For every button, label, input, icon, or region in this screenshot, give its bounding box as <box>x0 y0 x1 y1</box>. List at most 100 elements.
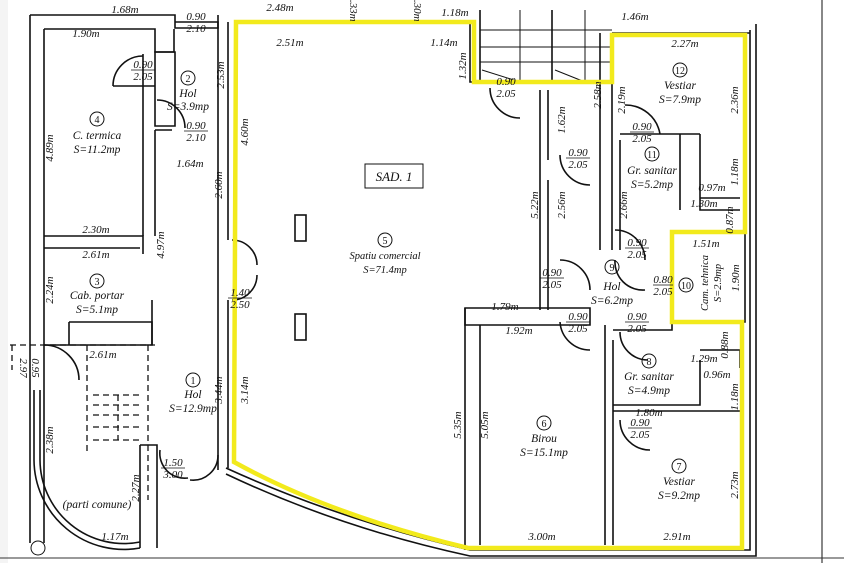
dimension: 2.38m <box>44 426 56 453</box>
svg-text:0.95: 0.95 <box>29 358 41 378</box>
dimension: 1.92m <box>505 325 532 337</box>
dimension: 3.14m <box>239 376 251 404</box>
svg-text:2.05: 2.05 <box>627 323 647 335</box>
svg-text:10: 10 <box>681 281 691 292</box>
dimension: 0.87m <box>724 206 736 233</box>
svg-text:3: 3 <box>95 277 100 288</box>
dimension: 2.60m <box>213 171 225 198</box>
svg-text:S=2.9mp: S=2.9mp <box>713 264 724 302</box>
dimension: 1.90m <box>730 264 742 291</box>
svg-text:0.90: 0.90 <box>186 11 206 23</box>
dimension: 2.19m <box>616 86 628 113</box>
dimension: 2.24m <box>44 276 56 303</box>
dimension: 3.44m <box>213 376 225 404</box>
dimension: 2.56m <box>556 191 568 218</box>
plan-label: SAD. 1 <box>376 169 413 184</box>
svg-text:1.50: 1.50 <box>163 457 183 469</box>
svg-text:2.10: 2.10 <box>186 132 206 144</box>
svg-text:0.90: 0.90 <box>133 59 153 71</box>
door-label: 0.802.05 <box>653 274 673 298</box>
dimension: 2.27m <box>130 474 142 501</box>
walls <box>10 10 757 557</box>
svg-text:S=3.9mp: S=3.9mp <box>167 101 209 113</box>
svg-text:12: 12 <box>675 66 685 77</box>
dimension: 3.00m <box>527 531 555 543</box>
svg-text:1.40: 1.40 <box>230 287 250 299</box>
svg-text:S=7.9mp: S=7.9mp <box>659 94 701 106</box>
svg-text:2.10: 2.10 <box>186 23 206 35</box>
dimension: 1.14m <box>430 37 457 49</box>
svg-text:2.05: 2.05 <box>496 88 516 100</box>
dimension: 1.79m <box>491 301 518 313</box>
door-labels: 0.902.10 0.902.05 0.902.10 1.402.50 2.97… <box>17 11 673 481</box>
column <box>294 313 307 341</box>
dimension: 1.62m <box>556 106 568 133</box>
dimension: 2.61m <box>89 349 116 361</box>
svg-text:2.05: 2.05 <box>568 159 588 171</box>
north-mark-icon <box>30 540 46 556</box>
dimension: 1.46m <box>621 11 648 23</box>
dimension: 1.30m <box>411 0 423 22</box>
dimension: 1.32m <box>457 52 469 79</box>
svg-text:2.05: 2.05 <box>568 323 588 335</box>
svg-text:Cam. tehnica: Cam. tehnica <box>700 255 711 311</box>
door-label: 1.402.50 <box>228 287 252 311</box>
door-label: 0.902.05 <box>566 311 590 335</box>
svg-text:Hol: Hol <box>178 88 196 100</box>
svg-text:Cab. portar: Cab. portar <box>70 290 125 302</box>
svg-text:Hol: Hol <box>183 389 201 401</box>
svg-text:S=11.2mp: S=11.2mp <box>74 144 121 156</box>
svg-text:Birou: Birou <box>531 433 557 445</box>
dimension: 0.96m <box>703 369 730 381</box>
dimension: 0.88m <box>719 331 731 358</box>
svg-text:2.50: 2.50 <box>230 299 250 311</box>
svg-text:0.90: 0.90 <box>627 311 647 323</box>
dimension: 1.18m <box>441 7 468 19</box>
dimension: 1.51m <box>692 238 719 250</box>
svg-text:5: 5 <box>383 236 388 247</box>
svg-text:7: 7 <box>677 462 682 473</box>
svg-text:4: 4 <box>95 115 100 126</box>
svg-text:S=15.1mp: S=15.1mp <box>520 447 568 459</box>
highlighted-area-outline <box>231 19 748 551</box>
dimension: 1.68m <box>111 4 138 16</box>
svg-text:2.05: 2.05 <box>632 133 652 145</box>
dimension: 1.18m <box>729 383 741 410</box>
svg-text:0.90: 0.90 <box>542 267 562 279</box>
dimension: 1.18m <box>729 158 741 185</box>
svg-text:2.97: 2.97 <box>17 358 29 378</box>
svg-text:2.05: 2.05 <box>653 286 673 298</box>
dimension: 2.48m <box>266 2 293 14</box>
dimension: 2.53m <box>215 61 227 88</box>
door-label: 0.902.05 <box>628 417 652 441</box>
svg-text:Vestiar: Vestiar <box>663 476 695 488</box>
svg-text:S=9.2mp: S=9.2mp <box>658 490 700 502</box>
dimension: 1.33m <box>347 0 359 22</box>
column <box>294 214 307 242</box>
svg-text:S=12.9mp: S=12.9mp <box>169 403 217 415</box>
dimension: 4.60m <box>239 118 251 145</box>
dimension: 2.91m <box>663 531 690 543</box>
svg-text:2.05: 2.05 <box>627 249 647 261</box>
dimension: 1.64m <box>176 158 203 170</box>
svg-text:2.05: 2.05 <box>630 429 650 441</box>
door-label: 0.902.05 <box>540 267 564 291</box>
svg-text:S=5.2mp: S=5.2mp <box>631 179 673 191</box>
stair-top <box>480 10 612 83</box>
dimension: 4.97m <box>155 231 167 258</box>
svg-text:1: 1 <box>191 376 196 387</box>
svg-text:0.90: 0.90 <box>568 311 588 323</box>
svg-text:Hol: Hol <box>602 281 620 293</box>
